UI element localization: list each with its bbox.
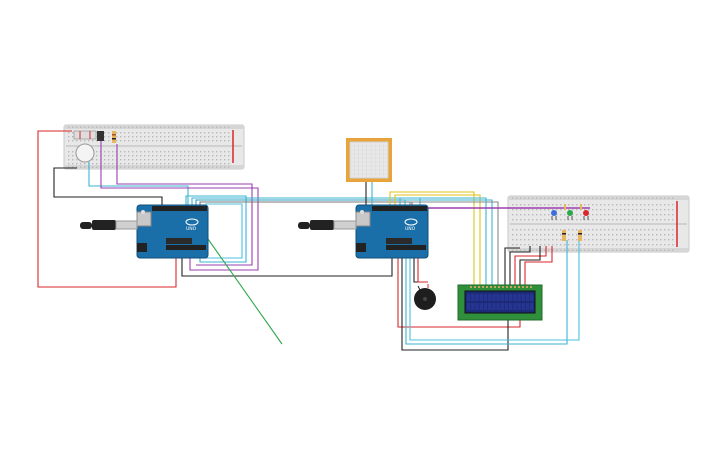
resistors [562, 204, 582, 241]
sensor-header [73, 130, 97, 140]
wire-red [397, 255, 521, 328]
resistor [112, 131, 116, 143]
arduino-logo [185, 218, 199, 226]
breadboard-left[interactable] [63, 124, 245, 170]
wire-red [37, 130, 177, 288]
arduino-brand: UNO [405, 226, 416, 232]
wire-cyan [204, 203, 243, 259]
wire-red [514, 246, 547, 285]
wire-gray [409, 201, 499, 285]
wire-red [524, 246, 553, 285]
wire-black [53, 167, 163, 206]
wire-yellow [394, 194, 481, 285]
left-breadboard-components[interactable] [73, 130, 116, 163]
led-green[interactable] [567, 210, 573, 220]
wire-black [413, 255, 418, 283]
wire-yellow [389, 191, 475, 285]
wire-black [509, 246, 531, 285]
wire-cyan [185, 195, 247, 263]
led-red[interactable] [583, 210, 589, 220]
wire-purple [100, 141, 259, 271]
wires [37, 130, 590, 351]
wire-cyan [399, 197, 487, 285]
wire-purple [116, 144, 253, 266]
force-sensitive-pad[interactable] [346, 138, 392, 182]
led-blue[interactable] [551, 210, 557, 220]
usb-cable-left [80, 220, 138, 230]
transistor [97, 131, 104, 141]
wire-black [181, 246, 393, 277]
arduino-right[interactable]: UNO [355, 204, 429, 259]
wire-green [195, 221, 283, 345]
breadboard-right[interactable] [507, 195, 690, 253]
arduino-left[interactable]: UNO [136, 204, 209, 259]
lcd-16x2[interactable] [457, 284, 543, 321]
wire-black [504, 247, 520, 285]
wire-cyan [405, 240, 568, 345]
wire-black [401, 255, 509, 351]
wire-cyan [404, 199, 493, 285]
wire-gray [199, 201, 413, 205]
arduino-brand: UNO [186, 226, 197, 232]
wire-cyan [409, 240, 580, 341]
wire-cyan [195, 199, 415, 205]
pir-sensor-dome [75, 143, 95, 163]
wire-black [519, 246, 541, 285]
piezo-buzzer[interactable] [414, 284, 436, 310]
breadboard-holes [512, 197, 674, 251]
usb-cable-right [298, 220, 357, 230]
wire-red [417, 255, 428, 283]
arduino-logo [404, 218, 418, 226]
